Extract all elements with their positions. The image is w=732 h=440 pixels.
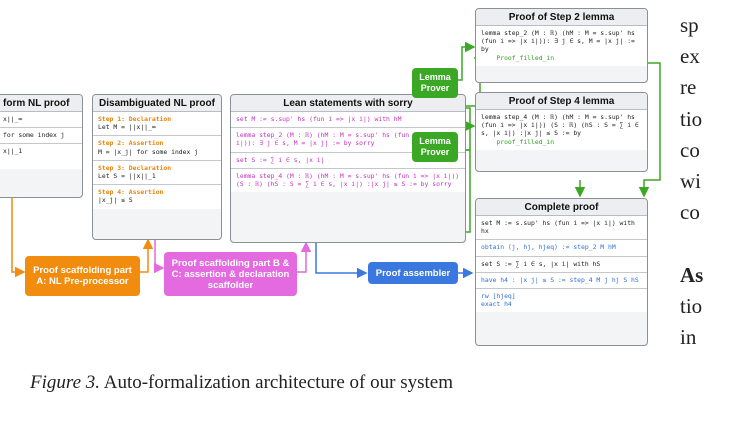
arrow-part-bc-to-lean <box>297 241 312 273</box>
complete-proof-exact: exact h4 <box>481 300 512 309</box>
body-text-column: sp ex re tio co wi co As tio in <box>680 10 732 353</box>
proof-step2-code: lemma step_2 (M : ℝ) (hM : M = s.sup' hs… <box>476 26 647 66</box>
proof-step4-filled: proof_filled_in <box>496 137 555 146</box>
disambiguated-nl-proof-title: Disambiguated NL proof <box>93 95 221 112</box>
figure-caption-text: Auto-formalization architecture of our s… <box>100 372 453 393</box>
arrow-lean-to-assembler <box>315 243 368 279</box>
body-text-line <box>680 228 732 259</box>
lean-statements-title: Lean statements with sorry <box>231 95 465 112</box>
body-text-line: co <box>680 137 700 162</box>
lemma-prover-1: Lemma Prover <box>412 68 458 98</box>
proof-assembler: Proof assembler <box>368 262 458 284</box>
arrow-step2-to-complete <box>638 62 661 198</box>
lean-statements-box: Lean statements with sorry set M := s.su… <box>230 94 466 243</box>
disambiguated-step-3: Step 3: Declaration Let S = ||x||_1 <box>93 160 221 186</box>
informal-nl-proof-title: form NL proof <box>0 95 82 112</box>
figure-caption-label: Figure 3. <box>30 372 101 393</box>
body-text-line: wi <box>680 168 701 193</box>
proof-step4-statement: lemma step_4 (M : ℝ) (hM : M = s.sup' hs… <box>481 113 643 138</box>
body-text-line: in <box>680 324 697 349</box>
disambiguated-step-4: Step 4: Assertion |x_j| ≤ S <box>93 185 221 209</box>
proof-step4-code: lemma step_4 (M : ℝ) (hM : M = s.sup' hs… <box>476 110 647 150</box>
proof-step2-box: Proof of Step 2 lemma lemma step_2 (M : … <box>475 8 648 83</box>
lean-statement-4: lemma step_4 (M : ℝ) (hM : M = s.sup' hs… <box>231 168 465 193</box>
informal-line-1: x||_∞ <box>0 112 82 129</box>
informal-line-2: for some index j <box>0 128 82 145</box>
informal-nl-proof-box: form NL proof x||_∞ for some index j x||… <box>0 94 83 198</box>
body-text-line: re <box>680 75 697 100</box>
informal-line-3: x||_1 <box>0 144 82 170</box>
complete-proof-box: Complete proof set M := s.sup' hs (fun i… <box>475 198 648 346</box>
body-text-line: tio <box>680 106 703 131</box>
proof-scaffolding-part-bc: Proof scaffolding part B & C: assertion … <box>164 252 297 296</box>
step-4-body: |x_j| ≤ S <box>98 196 133 205</box>
proof-step2-statement: lemma step_2 (M : ℝ) (hM : M = s.sup' hs… <box>481 29 639 54</box>
body-text-heading: As <box>680 262 704 287</box>
proof-scaffolding-part-a: Proof scaffolding part A: NL Pre-process… <box>25 256 140 296</box>
proof-step4-title: Proof of Step 4 lemma <box>476 93 647 110</box>
complete-proof-line-3: set S := ∑ i ∈ s, |x i| with hS <box>476 256 647 273</box>
complete-proof-line-2: obtain ⟨j, hj, hjeq⟩ := step_2 M hM <box>476 240 647 257</box>
lemma-prover-2: Lemma Prover <box>412 132 458 162</box>
body-text-line: co <box>680 200 700 225</box>
body-text-line: tio <box>680 293 703 318</box>
step-3-label: Step 3: Declaration <box>98 163 172 172</box>
step-1-body: Let M = ||x||_∞ <box>98 123 156 132</box>
step-3-body: Let S = ||x||_1 <box>98 172 156 181</box>
complete-proof-rw: rw [hjeq] <box>481 292 516 301</box>
proof-step4-box: Proof of Step 4 lemma lemma step_4 (M : … <box>475 92 648 172</box>
arrow-part-a-to-disambiguated <box>140 238 154 273</box>
step-2-body: M = |x_j| for some index j <box>98 147 199 156</box>
proof-step2-title: Proof of Step 2 lemma <box>476 9 647 26</box>
complete-proof-title: Complete proof <box>476 199 647 216</box>
figure-caption: Figure 3. Auto-formalization architectur… <box>30 372 453 394</box>
disambiguated-step-2: Step 2: Assertion M = |x_j| for some ind… <box>93 136 221 161</box>
disambiguated-step-1: Step 1: Declaration Let M = ||x||_∞ <box>93 112 221 137</box>
disambiguated-nl-proof-box: Disambiguated NL proof Step 1: Declarati… <box>92 94 222 240</box>
arrow-disambiguated-to-part-bc <box>154 240 165 274</box>
lean-statement-1: set M := s.sup' hs (fun i => |x i|) with… <box>231 112 465 129</box>
arrow-prover-1-to-step2 <box>455 41 476 81</box>
step-1-label: Step 1: Declaration <box>98 115 172 123</box>
step-2-label: Step 2: Assertion <box>98 139 164 148</box>
complete-proof-line-1: set M := s.sup' hs (fun i => |x i|) with… <box>476 216 647 241</box>
arrow-informal-to-part-a <box>11 195 26 278</box>
lean-statement-3: set S := ∑ i ∈ s, |x i| <box>231 152 465 169</box>
step-4-label: Step 4: Assertion <box>98 188 164 197</box>
body-text-line: ex <box>680 44 700 69</box>
body-text-line: sp <box>680 13 699 37</box>
complete-proof-line-5: rw [hjeq] exact h4 <box>476 289 647 313</box>
proof-step2-filled: Proof_filled_in <box>496 53 555 62</box>
arrow-lean-to-prover-2 <box>466 150 471 233</box>
complete-proof-line-4: have h4 : |x j| ≤ S := step_4 M j hj S h… <box>476 272 647 290</box>
